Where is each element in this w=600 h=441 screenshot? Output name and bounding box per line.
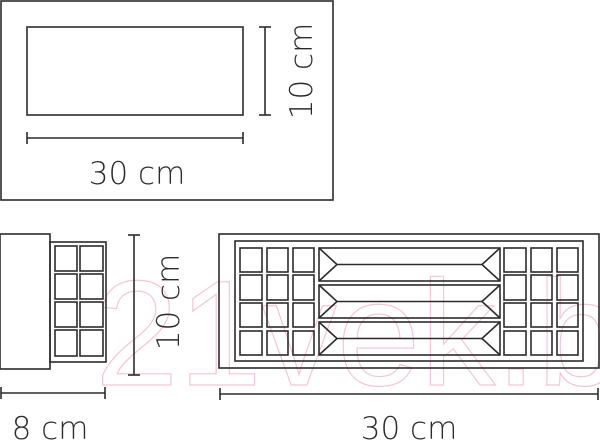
- grid-cell: [239, 330, 263, 356]
- grid-cell: [530, 247, 553, 273]
- grid-cell: [266, 247, 289, 273]
- front-view-grid: [239, 247, 579, 356]
- front-view: 30 cm: [218, 233, 600, 441]
- grid-cell: [266, 302, 289, 328]
- grid-cell: [239, 274, 263, 301]
- grid-cell: [503, 247, 527, 273]
- grid-cell: [556, 274, 579, 301]
- grid-cell: [556, 247, 579, 273]
- grid-cell: [292, 330, 315, 356]
- side-view-depth-dimension: [0, 387, 106, 399]
- grid-cell: [266, 330, 289, 356]
- top-view: 10 cm 30 cm: [0, 0, 334, 201]
- side-view-height-label: 10 cm: [151, 254, 187, 351]
- grid-cell: [79, 245, 104, 272]
- top-view-height-label: 10 cm: [284, 23, 320, 120]
- grid-cell: [556, 330, 579, 356]
- front-view-panel: [234, 240, 584, 362]
- grid-cell: [503, 274, 527, 301]
- grid-cell: [54, 273, 78, 300]
- grid-cell: [239, 302, 263, 328]
- grid-cell: [54, 245, 78, 272]
- front-view-width-label: 30 cm: [361, 411, 458, 441]
- grid-cell: [79, 301, 104, 328]
- front-view-width-dimension: [219, 388, 599, 400]
- grid-cell: [79, 273, 104, 300]
- front-view-crystal-bars: [318, 247, 501, 356]
- side-view-height-dimension: [128, 234, 140, 376]
- side-view: 10 cm 8 cm: [0, 233, 187, 441]
- top-view-width-label: 30 cm: [89, 156, 186, 192]
- grid-cell: [266, 274, 289, 301]
- grid-cell: [503, 302, 527, 328]
- top-view-frame: [0, 0, 334, 201]
- grid-cell: [54, 301, 78, 328]
- grid-cell: [239, 247, 263, 273]
- side-view-grid: [54, 245, 104, 357]
- top-view-body: [26, 26, 244, 116]
- grid-cell: [292, 274, 315, 301]
- side-view-base: [0, 233, 51, 370]
- top-view-width-dimension: [26, 132, 244, 144]
- grid-cell: [530, 330, 553, 356]
- watermark: 21vek.by: [95, 249, 600, 417]
- grid-cell: [292, 247, 315, 273]
- grid-cell: [54, 329, 78, 357]
- grid-cell: [79, 329, 104, 357]
- crystal-bar: [318, 284, 501, 319]
- side-view-shade: [49, 241, 107, 363]
- grid-cell: [556, 302, 579, 328]
- front-view-frame: [218, 233, 600, 369]
- top-view-height-dimension: [259, 26, 271, 116]
- side-view-depth-label: 8 cm: [12, 411, 89, 441]
- crystal-bar: [318, 247, 501, 282]
- grid-cell: [503, 330, 527, 356]
- grid-cell: [292, 302, 315, 328]
- grid-cell: [530, 274, 553, 301]
- grid-cell: [530, 302, 553, 328]
- crystal-bar: [318, 321, 501, 356]
